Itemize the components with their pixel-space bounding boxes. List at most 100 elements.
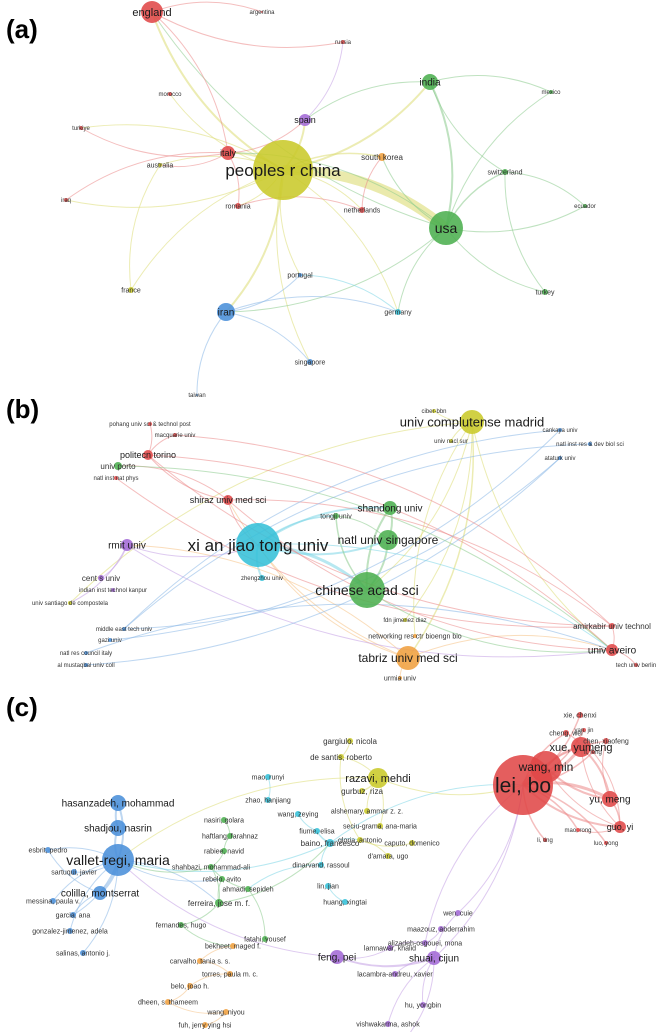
network-node: [111, 588, 115, 592]
node-label: shuai, cijun: [409, 954, 459, 965]
node-label: shiraz univ med sci: [190, 495, 267, 505]
node-label: mexico: [541, 90, 561, 96]
node-label: colilla, montserrat: [61, 889, 140, 900]
network-node: [121, 539, 133, 551]
node-label: tabriz univ med sci: [358, 651, 457, 665]
network-node: [530, 751, 562, 783]
network-link: [504, 171, 546, 293]
node-label: natl inst nat phys: [93, 476, 138, 482]
node-label: haftlang, farahnaz: [202, 833, 259, 840]
node-label: huang, xingtai: [323, 899, 367, 906]
network-node: [563, 730, 569, 736]
network-link: [445, 91, 552, 229]
network-node: [543, 838, 547, 842]
node-label: luo, yong: [594, 841, 618, 847]
network-node: [236, 523, 280, 567]
node-label: dinarvand, rassoul: [292, 862, 350, 869]
network-link: [247, 888, 266, 940]
node-label: vallet-regi, maria: [66, 852, 170, 868]
node-label: belo, joao h.: [171, 983, 209, 990]
network-node: [368, 768, 388, 788]
network-node: [261, 11, 263, 13]
node-label: england: [132, 7, 171, 19]
network-link: [504, 171, 586, 207]
node-label: li, feng: [584, 750, 602, 756]
network-node: [143, 450, 153, 460]
network-node: [326, 839, 334, 847]
node-label: switzerland: [487, 169, 522, 176]
node-label: vishwakarma, ashok: [356, 1021, 420, 1028]
network-node: [558, 456, 562, 460]
node-label: wang, niyou: [206, 1009, 244, 1016]
node-label: spain: [294, 115, 316, 125]
node-label: salinas, antonio j.: [56, 950, 110, 957]
node-label: xi an jiao tong univ: [188, 536, 329, 555]
network-link: [429, 75, 552, 93]
network-node: [385, 1021, 391, 1027]
network-node: [64, 198, 68, 202]
node-label: gazi univ: [98, 638, 122, 644]
node-label: xue, yumeng: [550, 742, 613, 754]
network-node: [202, 1022, 208, 1028]
network-node: [221, 817, 227, 823]
node-label: gurbuz, riza: [341, 787, 383, 796]
node-label: alshemary, ammar z. z.: [331, 808, 403, 815]
network-link: [366, 589, 613, 653]
network-node: [602, 791, 618, 807]
network-node: [385, 853, 391, 859]
node-label: garcia, ana: [56, 912, 91, 919]
network-node: [108, 638, 112, 642]
network-link: [225, 274, 301, 313]
network-link: [126, 544, 409, 659]
node-label: ferreira, jose m. f.: [188, 899, 250, 908]
network-node: [221, 146, 235, 160]
network-link: [189, 973, 231, 987]
node-label: cent s univ: [82, 574, 120, 583]
network-node: [93, 886, 107, 900]
node-label: iraq: [61, 198, 71, 204]
network-node: [45, 847, 51, 853]
network-node: [449, 439, 453, 443]
network-node: [79, 126, 83, 130]
network-node: [502, 169, 508, 175]
network-node: [219, 876, 225, 882]
node-label: rmit univ: [108, 541, 146, 552]
network-link: [389, 941, 426, 949]
network-node: [378, 530, 398, 550]
network-node: [359, 788, 365, 794]
panel-a-country-network: (a) peoples r chinausaenglandindiaitalys…: [6, 1, 596, 399]
network-link: [361, 156, 383, 211]
network-node: [50, 898, 56, 904]
node-label: seciu-grama, ana-maria: [343, 823, 417, 830]
network-node: [558, 428, 562, 432]
network-node: [215, 899, 223, 907]
network-node: [253, 140, 313, 200]
network-link: [167, 1001, 227, 1014]
network-node: [460, 410, 484, 434]
network-node: [549, 90, 553, 94]
network-node: [173, 433, 177, 437]
network-node: [409, 840, 415, 846]
network-node: [262, 936, 268, 942]
network-node: [196, 394, 198, 396]
network-node: [387, 945, 393, 951]
network-node: [245, 886, 251, 892]
network-node: [342, 899, 348, 905]
network-node: [208, 864, 214, 870]
node-label: wen, cuie: [442, 910, 473, 917]
node-label: romania: [225, 203, 250, 210]
network-link: [580, 746, 621, 828]
node-label: lei, bo: [495, 774, 551, 797]
network-link: [85, 457, 561, 666]
node-label: tongji univ: [320, 513, 352, 520]
network-link: [225, 311, 311, 363]
network-link: [117, 465, 613, 651]
network-node: [427, 951, 441, 965]
network-node: [197, 958, 203, 964]
network-link: [117, 859, 338, 958]
network-node: [168, 92, 172, 96]
network-node: [377, 823, 383, 829]
network-link: [445, 205, 586, 233]
